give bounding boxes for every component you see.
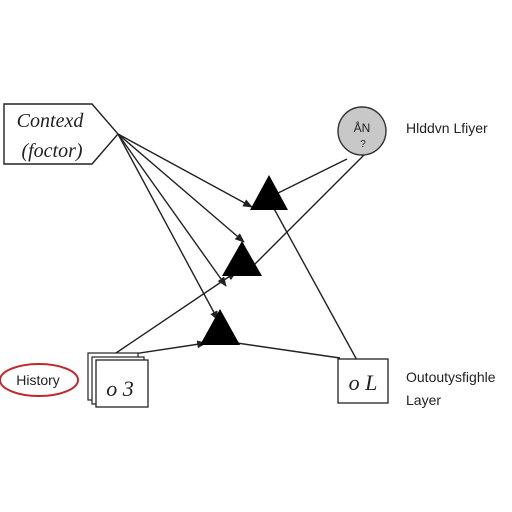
edge-context-to-triangle-lower: [117, 133, 227, 287]
history-node: History o 3: [0, 352, 149, 408]
context-label-line1: Contexd: [17, 110, 85, 132]
edge-top-triangle-to-hidden: [271, 158, 348, 197]
edge-history-to-triangle-middle: [115, 271, 237, 354]
history-box-text: o 3: [106, 376, 134, 401]
context-node: Contexd (foctor): [3, 103, 119, 165]
context-label-line2: (foctor): [21, 140, 82, 162]
hidden-node-bottom-text: ?: [360, 139, 366, 150]
output-box-text: o L: [349, 370, 378, 395]
output-box: [337, 358, 389, 404]
history-stack-front: [95, 359, 149, 408]
triangle-bottom: [200, 309, 240, 345]
edge-context-to-triangle-middle: [117, 133, 245, 243]
edge-context-to-triangle-bottom: [117, 133, 219, 321]
output-node: o L Outoutysfighle Layer: [337, 358, 496, 408]
triangle-top: [250, 175, 288, 210]
edge-middle-triangle-to-hidden: [253, 154, 365, 266]
edge-context-to-triangle-top: [117, 133, 253, 208]
history-label: History: [16, 372, 60, 388]
edge-bottom-triangle-to-output: [229, 341, 341, 359]
edge-top-triangle-to-output: [271, 204, 359, 363]
output-label-line1: Outoutysfighle: [406, 369, 496, 385]
hidden-node-top-text: ÅN: [354, 120, 371, 135]
context-shape: [3, 103, 119, 165]
history-oval: [0, 363, 79, 397]
triangle-middle: [222, 241, 262, 276]
hidden-node: ÅN ? Hlddvn Lfiyer: [337, 106, 488, 156]
hidden-circle: [337, 106, 387, 156]
triangle-nodes: [200, 175, 288, 345]
output-label-line2: Layer: [406, 392, 441, 408]
hidden-layer-label: Hlddvn Lfiyer: [406, 120, 488, 136]
